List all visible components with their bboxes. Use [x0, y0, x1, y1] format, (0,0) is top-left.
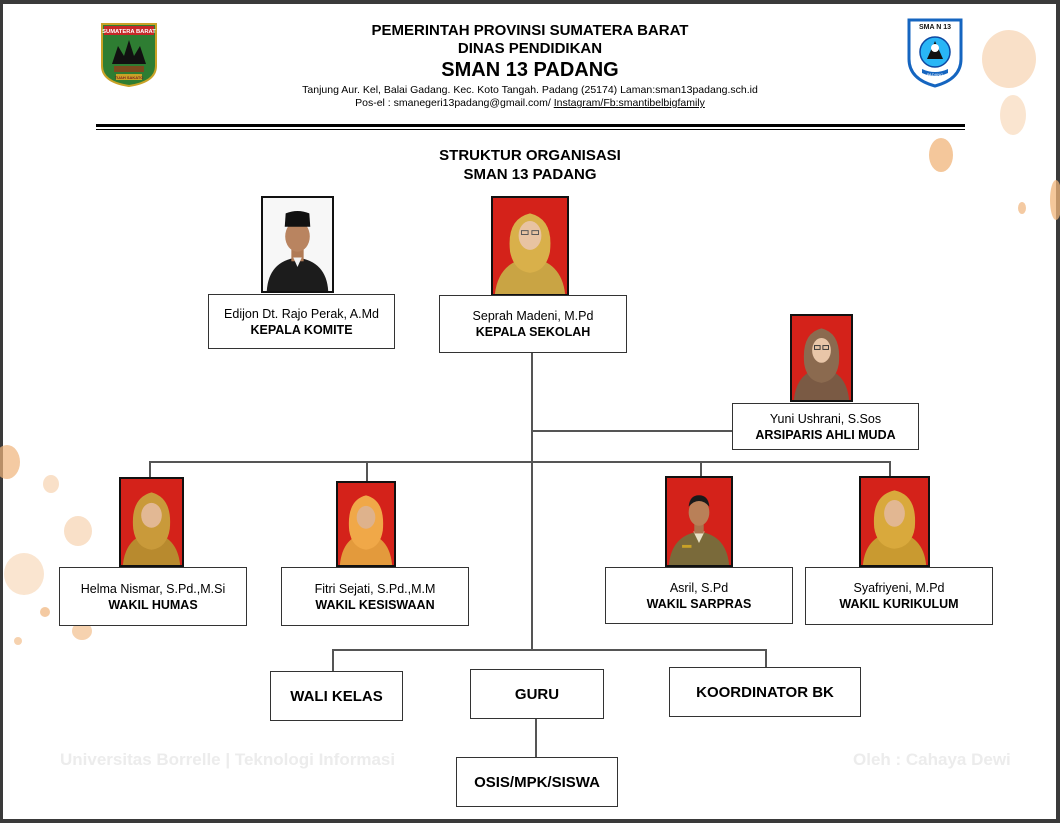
box-wali-kelas: WALI KELAS — [270, 671, 403, 721]
logo-text: SUMATERA BARAT — [102, 29, 156, 35]
logo-text: SMA N 13 — [919, 24, 951, 31]
letterhead-rule-thick — [96, 124, 965, 127]
unit-label: KOORDINATOR BK — [696, 683, 834, 701]
box-wakil-kesiswaan: Fitri Sejati, S.Pd.,M.M WAKIL KESISWAAN — [281, 567, 469, 626]
photo-kepala-komite — [261, 196, 334, 293]
member-role: WAKIL KURIKULUM — [839, 597, 959, 611]
chart-title: STRUKTUR ORGANISASI — [439, 147, 621, 164]
letterhead-social: Instagram/Fb:smantibelbigfamily — [553, 97, 705, 109]
watermark-left: Universitas Borrelle | Teknologi Informa… — [60, 750, 396, 769]
connector-line — [149, 461, 890, 463]
connector-line — [332, 649, 766, 651]
photo-wakil-sarpras — [665, 476, 733, 567]
connector-line — [149, 461, 151, 477]
letterhead-province: PEMERINTAH PROVINSI SUMATERA BARAT — [371, 22, 689, 39]
sman13-school-logo: SMA N 13 PADANG — [907, 18, 963, 88]
letterhead-contact: Pos-el : smanegeri13padang@gmail.com/ In… — [200, 97, 860, 109]
member-name: Seprah Madeni, M.Pd — [472, 309, 594, 323]
decor-blob — [1050, 180, 1060, 220]
decor-blob — [1000, 95, 1026, 135]
box-arsiparis: Yuni Ushrani, S.Sos ARSIPARIS AHLI MUDA — [732, 403, 919, 450]
photo-arsiparis — [790, 314, 853, 402]
member-role: KEPALA SEKOLAH — [475, 325, 591, 339]
box-wakil-humas: Helma Nismar, S.Pd.,M.Si WAKIL HUMAS — [59, 567, 247, 626]
decor-blob — [64, 516, 92, 546]
box-kepala-sekolah: Seprah Madeni, M.Pd KEPALA SEKOLAH — [439, 295, 627, 353]
connector-line — [765, 649, 767, 668]
unit-label: OSIS/MPK/SISWA — [474, 773, 600, 791]
letterhead-school-name: SMAN 13 PADANG — [441, 59, 619, 81]
unit-label: WALI KELAS — [290, 687, 383, 705]
connector-line — [700, 461, 702, 476]
window-frame-left — [0, 0, 3, 823]
connector-line — [531, 430, 733, 432]
letterhead-address: Tanjung Aur. Kel, Balai Gadang. Kec. Kot… — [302, 84, 758, 96]
decor-blob — [72, 622, 92, 640]
decor-blob — [4, 553, 44, 595]
decor-blob — [982, 30, 1036, 88]
member-role: ARSIPARIS AHLI MUDA — [755, 427, 896, 442]
connector-line — [366, 461, 368, 481]
photo-kepala-sekolah — [491, 196, 569, 296]
box-guru: GURU — [470, 669, 604, 719]
unit-label: GURU — [514, 685, 560, 703]
box-wakil-kurikulum: Syafriyeni, M.Pd WAKIL KURIKULUM — [805, 567, 993, 625]
logo-motto: TUAH SAKATO — [115, 75, 144, 80]
decor-blob — [1018, 202, 1026, 214]
window-frame-bottom — [0, 819, 1060, 823]
member-name: Syafriyeni, M.Pd — [853, 581, 945, 595]
letterhead-rule-thin — [96, 129, 965, 130]
decor-blob — [0, 445, 20, 479]
box-wakil-sarpras: Asril, S.Pd WAKIL SARPRAS — [605, 567, 793, 624]
member-name: Yuni Ushrani, S.Sos — [769, 411, 882, 426]
connector-line — [889, 461, 891, 476]
window-frame-top — [0, 0, 1060, 4]
member-name: Helma Nismar, S.Pd.,M.Si — [80, 581, 226, 596]
letterhead-email: Pos-el : smanegeri13padang@gmail.com/ — [355, 97, 554, 109]
photo-wakil-kurikulum — [859, 476, 930, 567]
connector-line — [332, 649, 334, 671]
connector-line — [531, 353, 533, 650]
decor-blob — [929, 138, 953, 172]
member-role: KEPALA KOMITE — [250, 322, 353, 337]
box-kepala-komite: Edijon Dt. Rajo Perak, A.Md KEPALA KOMIT… — [208, 294, 395, 349]
logo-sub: PADANG — [927, 72, 944, 77]
chart-subtitle: SMAN 13 PADANG — [463, 166, 597, 183]
member-name: Fitri Sejati, S.Pd.,M.M — [314, 581, 436, 596]
decor-blob — [40, 607, 50, 617]
member-name: Asril, S.Pd — [669, 580, 729, 595]
photo-wakil-kesiswaan — [336, 481, 396, 567]
watermark-right: Oleh : Cahaya Dewi — [853, 750, 1011, 769]
connector-line — [535, 719, 537, 758]
window-frame-right — [1056, 0, 1060, 823]
sumbar-province-logo: SUMATERA BARAT TUAH SAKATO — [101, 23, 157, 88]
box-koordinator-bk: KOORDINATOR BK — [669, 667, 861, 717]
letterhead-department: DINAS PENDIDIKAN — [457, 40, 603, 57]
decor-blob — [43, 475, 59, 493]
member-role: WAKIL SARPRAS — [646, 596, 752, 611]
member-role: WAKIL HUMAS — [108, 597, 198, 612]
member-role: WAKIL KESISWAAN — [315, 597, 435, 612]
decor-blob — [14, 637, 22, 645]
box-osis: OSIS/MPK/SISWA — [456, 757, 618, 807]
member-name: Edijon Dt. Rajo Perak, A.Md — [224, 306, 379, 321]
photo-wakil-humas — [119, 477, 184, 567]
